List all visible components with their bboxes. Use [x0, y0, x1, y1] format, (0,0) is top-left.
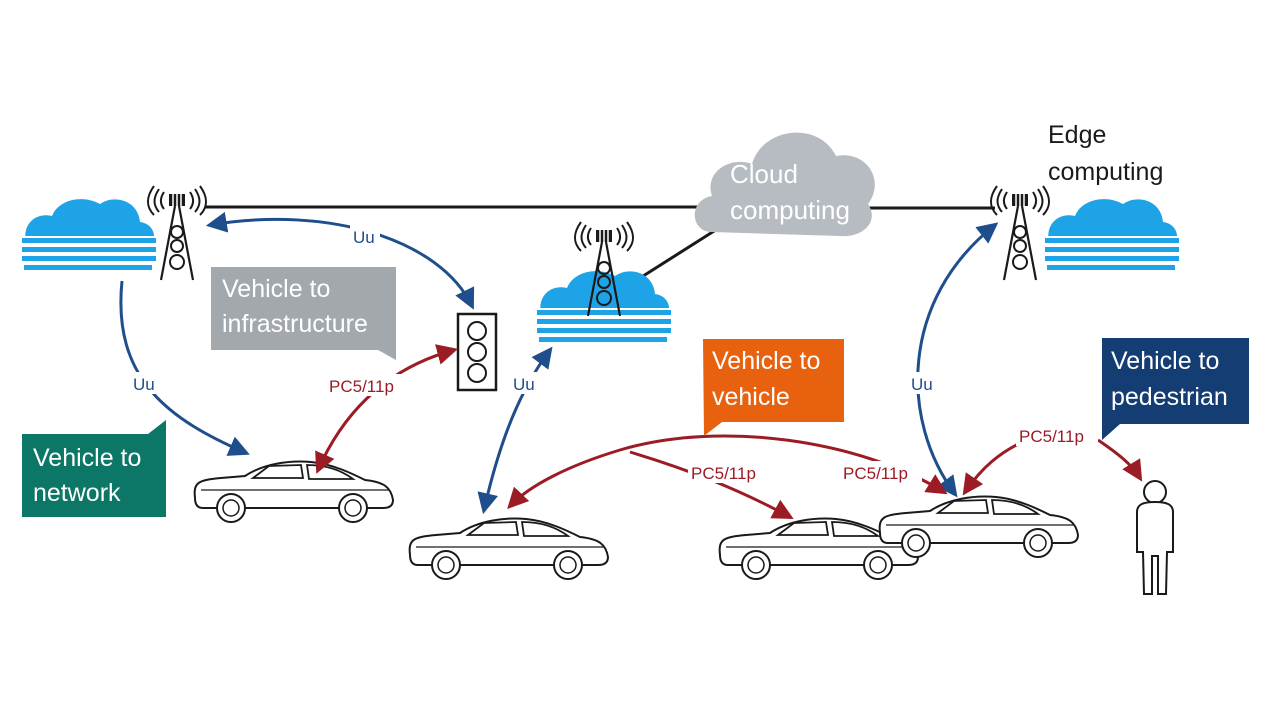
- v2i-line2: infrastructure: [222, 310, 368, 338]
- pc5-label: PC5/11p: [329, 377, 394, 396]
- callout-v2n: Vehicle to network: [22, 420, 166, 517]
- edge-computing-line2: computing: [1048, 158, 1163, 186]
- uu-arrow-middle: [477, 346, 553, 515]
- cell-tower-icon: [989, 184, 1051, 282]
- v2v-line1: Vehicle to: [712, 347, 820, 375]
- uu-label: Uu: [353, 228, 375, 247]
- traffic-light-icon: [456, 312, 498, 392]
- pc5-label: PC5/11p: [843, 464, 908, 483]
- cell-tower-icon: [146, 184, 208, 282]
- v2p-line1: Vehicle to: [1111, 347, 1219, 375]
- v2i-line1: Vehicle to: [222, 275, 330, 303]
- cloud-computing-line1: Cloud: [730, 159, 798, 189]
- uu-label: Uu: [133, 375, 155, 394]
- cloud-computing: Cloud computing: [694, 132, 875, 237]
- uu-label: Uu: [513, 375, 535, 394]
- edge-computing-line1: Edge: [1048, 121, 1106, 149]
- cloud-icon: [537, 271, 671, 348]
- v2n-line2: network: [33, 479, 121, 507]
- v2n-line1: Vehicle to: [33, 444, 141, 472]
- uu-arrow-edge: [916, 222, 999, 498]
- car-icon: [193, 460, 394, 523]
- v2v-line2: vehicle: [712, 383, 790, 411]
- callout-v2i: Vehicle to infrastructure: [211, 267, 396, 360]
- pc5-label: PC5/11p: [1019, 427, 1084, 446]
- car-icon: [878, 495, 1079, 558]
- v2p-line2: pedestrian: [1111, 383, 1228, 411]
- cloud-icon: [22, 199, 156, 276]
- pedestrian-icon: [1136, 480, 1174, 595]
- cloud-icon: [1045, 199, 1179, 276]
- backbone-lines: [205, 205, 995, 280]
- callout-v2p: Vehicle to pedestrian: [1102, 338, 1249, 440]
- pc5-arrow-v2v-long: [507, 434, 948, 510]
- cloud-icon: [694, 132, 875, 237]
- link-labels: Uu Uu Uu Uu PC5/11p PC5/11p PC5/11p PC5/…: [129, 225, 1098, 483]
- pc5-arrow-pedestrian-left: [962, 436, 1033, 496]
- car-icon: [408, 517, 609, 580]
- pc5-arrow-infrastructure: [315, 344, 459, 474]
- pc5-arrow-pedestrian-right: [1097, 438, 1143, 482]
- uu-label: Uu: [911, 375, 933, 394]
- pc5-label: PC5/11p: [691, 464, 756, 483]
- edge-computing-label: Edge computing: [1048, 121, 1163, 186]
- cloud-computing-line2: computing: [730, 195, 850, 225]
- callout-v2v: Vehicle to vehicle: [703, 339, 844, 436]
